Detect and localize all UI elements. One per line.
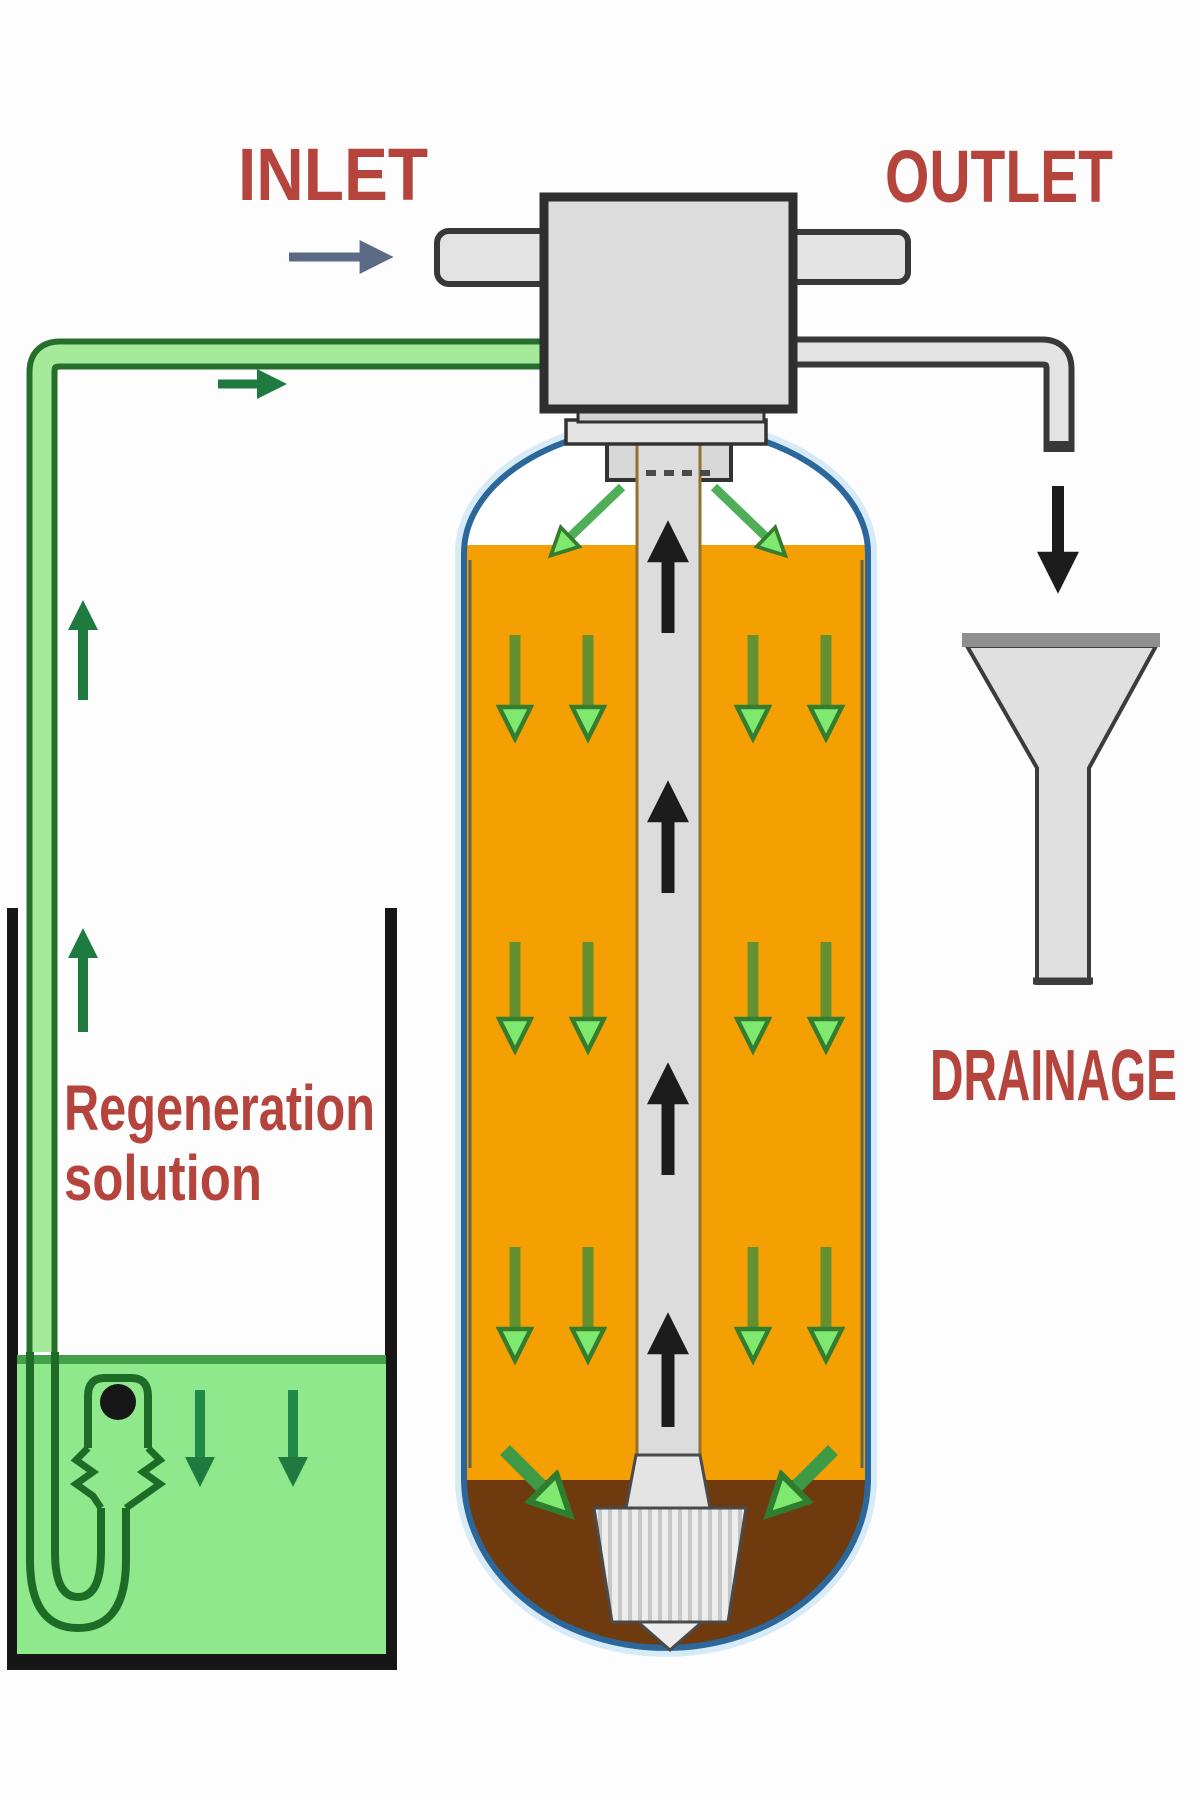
basket-transition [624,1453,712,1510]
brine-tank-wall-right [385,908,397,1670]
strainer-body [84,1374,152,1448]
top-distributor-arrow-icon [710,483,766,537]
neck-dash [664,470,674,476]
drain-pipe [786,342,1069,441]
neck-dash [700,470,710,476]
bottom-collector-arrow-icon [795,1445,838,1488]
bottom-collector-arrow-icon [500,1445,543,1488]
inlet-label: INLET [238,133,428,216]
strainer-spring-right [123,1445,167,1511]
submerged-pipe-inner-line [51,1352,105,1602]
control-valve [539,192,798,414]
check-valve-ball-icon [100,1384,136,1420]
brine-tank [7,908,397,1670]
brine-pipe [26,338,552,1352]
drainage-label: DRAINAGE [930,1036,1177,1116]
brine-pipe-submerged [26,1352,130,1633]
strainer-spring-left [69,1445,104,1510]
brine-surface-line [17,1355,386,1364]
regeneration-label-line2: solution [64,1142,262,1214]
basket-tip [634,1620,706,1652]
drain-funnel [962,633,1160,985]
drain-pipe-outline [786,336,1075,452]
basket-outline [592,1506,748,1624]
distributor-basket [592,1453,748,1652]
neck-dash [646,470,656,476]
basket-slots [598,1508,742,1622]
funnel-rim [962,633,1160,647]
neck-dashes [646,470,710,476]
brine-pipe-core [32,344,552,1352]
outlet-pipe [782,229,911,285]
tank-outline [461,422,871,1651]
resin-flow-arrows [515,635,826,1329]
brine-strainer [69,1374,167,1511]
tank-flange [564,418,768,446]
brine-tank-wall-left [7,908,18,1670]
top-distributor-arrow-icon [570,483,626,537]
regeneration-label-line1: Regeneration [64,1072,375,1144]
funnel-body [963,644,1160,985]
inlet-pipe [434,228,555,287]
brine-tank-wall-bottom [7,1652,397,1670]
outlet-label: OUTLET [885,135,1113,218]
submerged-pipe-outer-line [26,1352,130,1633]
valve-assembly [434,192,1075,452]
neck-dash [682,470,692,476]
